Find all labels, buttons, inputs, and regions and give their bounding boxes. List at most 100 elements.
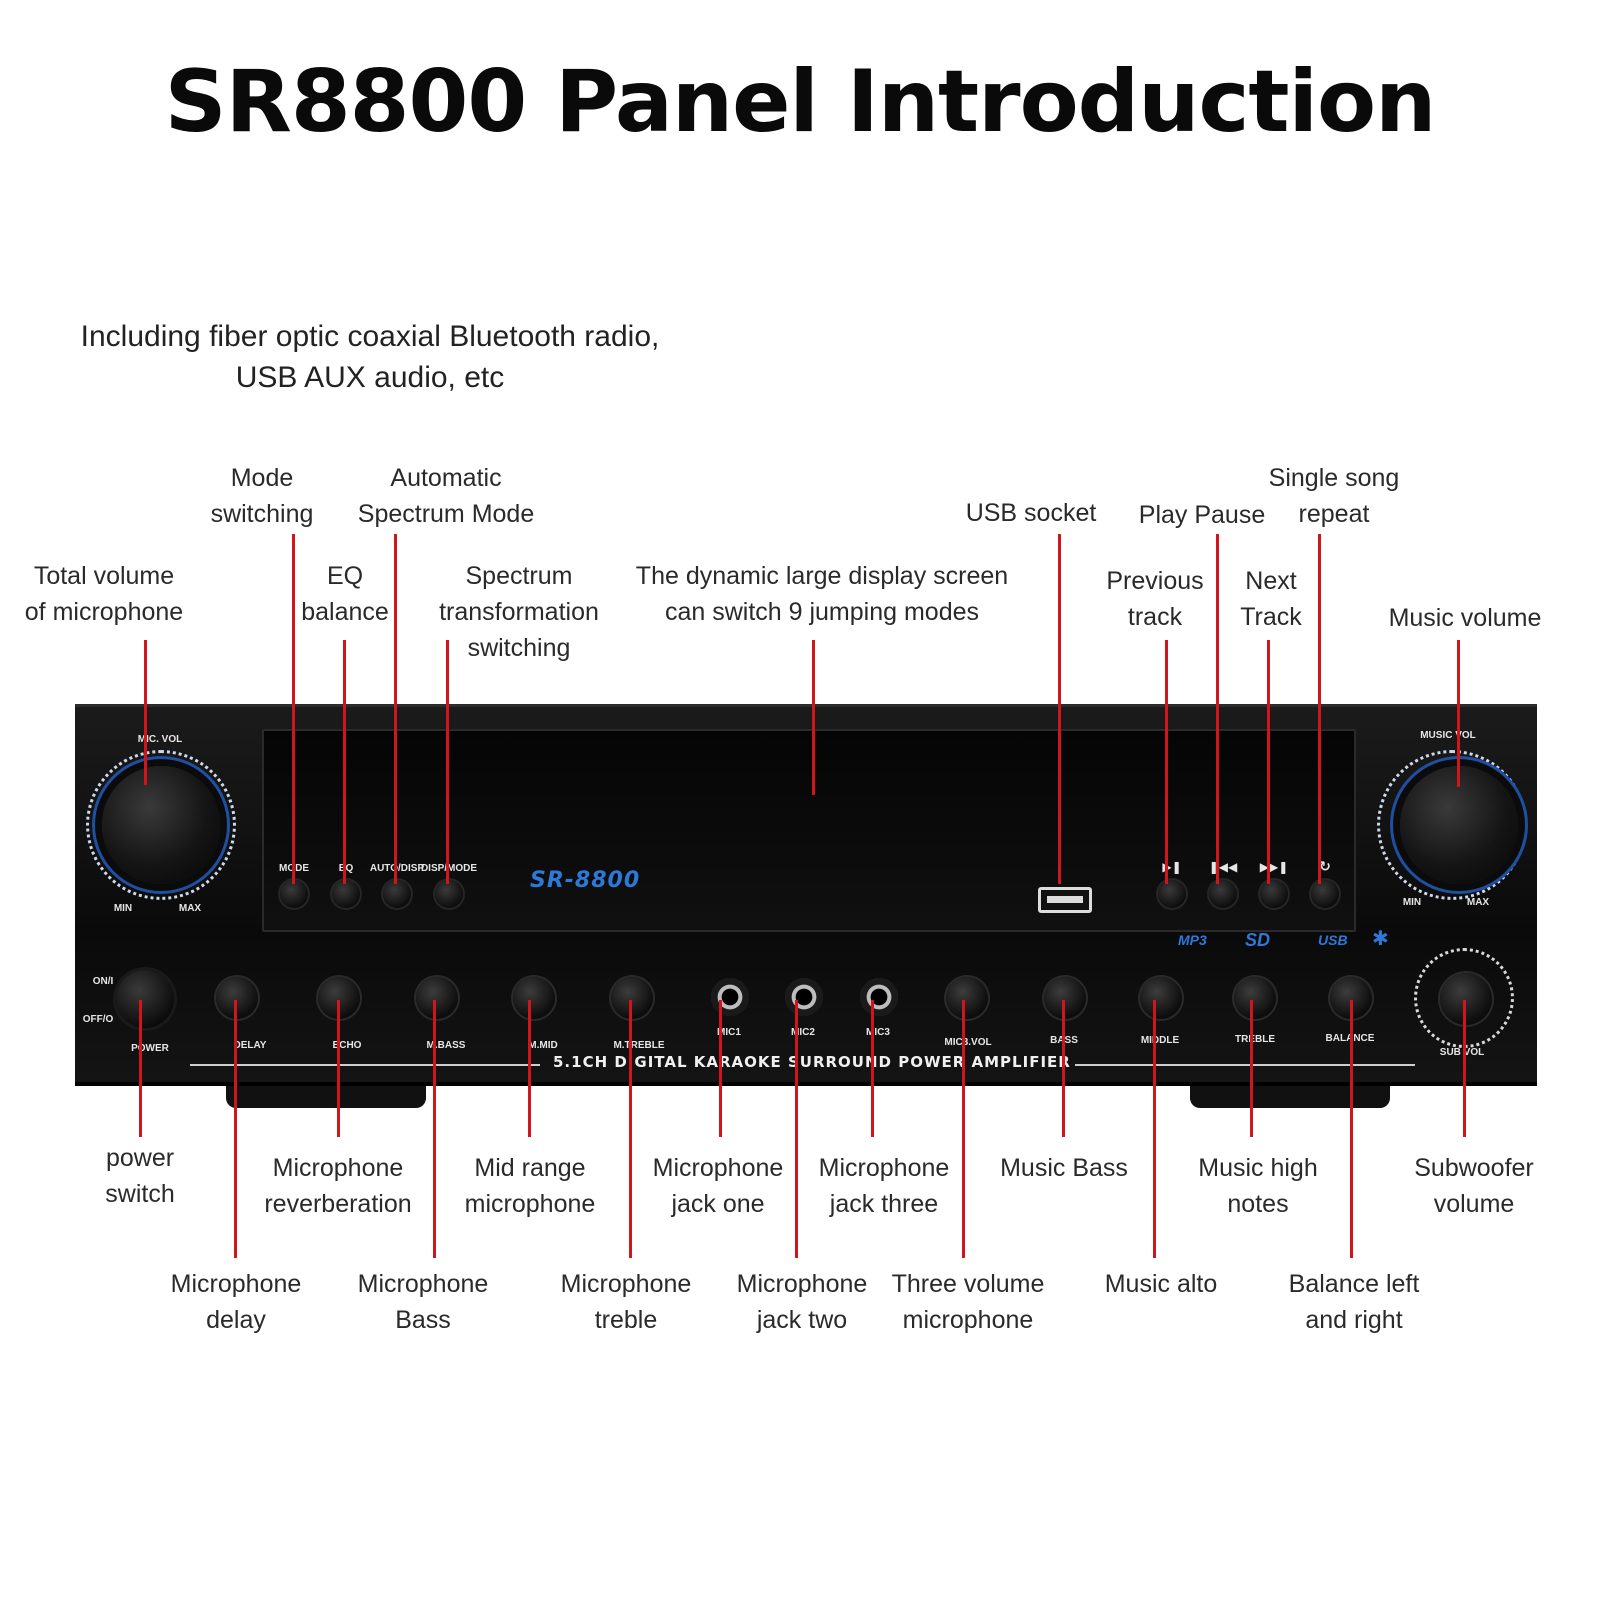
mic-vol-max: MAX — [178, 903, 202, 914]
treble-knob[interactable] — [1234, 977, 1276, 1019]
label-eq-balance: EQ balance — [301, 562, 389, 626]
leader-mic2 — [795, 1000, 798, 1258]
usb-port[interactable] — [1038, 887, 1092, 913]
mic-treble-label: M.TREBLE — [613, 1040, 665, 1051]
middle-label: MIDDLE — [1140, 1035, 1180, 1046]
mic-vol-min: MIN — [113, 903, 133, 914]
model-strip-text: 5.1CH DIGITAL KARAOKE SURROUND POWER AMP… — [553, 1053, 1071, 1071]
leader-bass — [1062, 1000, 1065, 1137]
repeat-icon: ↻ — [1319, 858, 1331, 874]
label-mic-jack-one: Microphone jack one — [652, 1154, 784, 1218]
middle-knob[interactable] — [1140, 977, 1182, 1019]
label-single-repeat: Single song repeat — [1268, 464, 1400, 528]
label-balance: Balance left and right — [1288, 1270, 1420, 1334]
leader-mic3-vol — [962, 1000, 965, 1258]
label-spectrum-switching: Spectrum transformation switching — [439, 562, 599, 662]
mic-volume-knob[interactable] — [102, 766, 220, 884]
auto-disp-button-label: AUTO/DISP — [369, 863, 425, 874]
leader-mic-bass — [433, 1000, 436, 1258]
foot-left — [226, 1082, 426, 1108]
music-vol-scale — [1377, 750, 1527, 900]
leader-usb — [1058, 534, 1061, 884]
leader-mode — [292, 534, 295, 884]
eq-button[interactable] — [332, 880, 360, 908]
label-previous-track: Previous track — [1106, 567, 1204, 631]
leader-auto-disp — [394, 534, 397, 884]
previous-icon: ❚◀◀ — [1208, 860, 1238, 874]
label-mic-delay: Microphone delay — [170, 1270, 302, 1334]
label-mic-treble: Microphone treble — [560, 1270, 692, 1334]
leader-display — [812, 640, 815, 795]
repeat-button[interactable] — [1311, 880, 1339, 908]
mic2-jack[interactable] — [785, 978, 823, 1016]
label-play-pause: Play Pause — [1138, 501, 1266, 529]
mic3-label: MIC3 — [866, 1027, 890, 1038]
leader-play-pause — [1216, 534, 1219, 884]
mic-vol-scale — [86, 750, 236, 900]
leader-mic-volume — [144, 640, 147, 785]
leader-echo — [337, 1000, 340, 1137]
sub-vol-label: SUB VOL — [1439, 1047, 1485, 1058]
sub-vol-knob[interactable] — [1440, 973, 1492, 1025]
leader-eq — [343, 640, 346, 884]
sd-logo: SD — [1245, 930, 1271, 950]
mic3-vol-knob[interactable] — [946, 977, 988, 1019]
leader-music-volume — [1457, 640, 1460, 787]
music-vol-min: MIN — [1402, 897, 1422, 908]
label-auto-spectrum: Automatic Spectrum Mode — [357, 464, 535, 528]
music-vol-label: MUSIC VOL — [1420, 730, 1476, 741]
eq-button-label: EQ — [338, 863, 354, 874]
brand-logo: SR-8800 — [530, 868, 641, 893]
label-mic-jack-three: Microphone jack three — [818, 1154, 950, 1218]
leader-mic-treble — [629, 1000, 632, 1258]
label-mic-reverb: Microphone reverberation — [264, 1154, 412, 1218]
label-mic-bass: Microphone Bass — [357, 1270, 489, 1334]
mic-bass-label: M.BASS — [426, 1040, 466, 1051]
label-mode-switching: Mode switching — [210, 464, 314, 528]
auto-disp-button[interactable] — [383, 880, 411, 908]
usb-logo: USB — [1318, 932, 1348, 948]
power-switch[interactable] — [116, 970, 174, 1028]
leader-disp-mode — [446, 640, 449, 884]
mode-button[interactable] — [280, 880, 308, 908]
mic-bass-knob[interactable] — [416, 977, 458, 1019]
leader-mic1 — [719, 1000, 722, 1137]
bass-knob[interactable] — [1044, 977, 1086, 1019]
leader-balance — [1350, 1000, 1353, 1258]
play-pause-button[interactable] — [1158, 880, 1186, 908]
delay-knob[interactable] — [216, 977, 258, 1019]
mic3-jack[interactable] — [860, 978, 898, 1016]
music-vol-max: MAX — [1466, 897, 1490, 908]
mp3-logo: MP3 — [1178, 932, 1207, 948]
label-usb-socket: USB socket — [965, 499, 1097, 527]
disp-mode-button[interactable] — [435, 880, 463, 908]
next-button[interactable] — [1260, 880, 1288, 908]
mic2-label: MIC2 — [791, 1027, 815, 1038]
off-label: OFF/O — [82, 1014, 114, 1025]
mic-mid-label: M.MID — [528, 1040, 558, 1051]
mic-mid-knob[interactable] — [513, 977, 555, 1019]
label-total-mic-volume: Total volume of microphone — [24, 562, 184, 626]
on-label: ON/I — [92, 976, 114, 987]
previous-button[interactable] — [1209, 880, 1237, 908]
leader-power — [139, 1000, 142, 1137]
page-title: SR8800 Panel Introduction — [164, 52, 1437, 152]
foot-right — [1190, 1082, 1390, 1108]
label-music-volume: Music volume — [1388, 604, 1542, 632]
strip-line-right — [1075, 1064, 1415, 1066]
leader-sub-vol — [1463, 1000, 1466, 1137]
label-three-volume-mic: Three volume microphone — [891, 1270, 1045, 1334]
leader-mic-mid — [528, 1000, 531, 1137]
label-mic-jack-two: Microphone jack two — [736, 1270, 868, 1334]
leader-previous — [1165, 640, 1168, 884]
leader-mic3 — [871, 1000, 874, 1137]
power-label: POWER — [131, 1043, 169, 1054]
label-music-alto: Music alto — [1104, 1270, 1218, 1298]
mic3-vol-label: MIC3.VOL — [944, 1037, 992, 1048]
mic-treble-knob[interactable] — [611, 977, 653, 1019]
mic1-jack[interactable] — [711, 978, 749, 1016]
label-next-track: Next Track — [1240, 567, 1302, 631]
subtitle: Including fiber optic coaxial Bluetooth … — [80, 320, 660, 394]
next-icon: ▶▶❚ — [1259, 860, 1289, 874]
label-power-switch: power switch — [105, 1144, 175, 1208]
